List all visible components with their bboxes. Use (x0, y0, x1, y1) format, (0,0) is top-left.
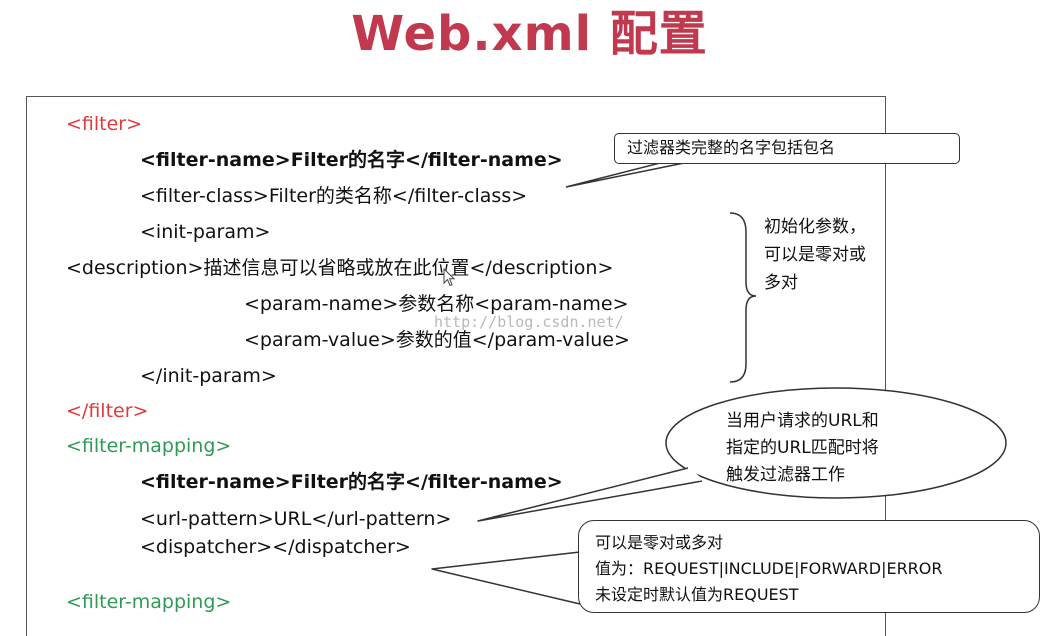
dispatcher-line: <dispatcher></dispatcher> (140, 536, 411, 558)
description-line: <description>描述信息可以省略或放在此位置</description… (66, 257, 614, 279)
slide-title: Web.xml 配置 (351, 6, 708, 62)
filter-name-line: <filter-name>Filter的名字</filter-name> (140, 149, 563, 171)
init-note-line: 初始化参数， (764, 217, 866, 237)
filter-close-tag: </filter> (66, 400, 149, 422)
dispatcher-note-line: 值为：REQUEST|INCLUDE|FORWARD|ERROR (595, 559, 943, 578)
init-param-close-line: </init-param> (140, 365, 277, 387)
class-note-callout: 过滤器类完整的名字包括包名 (614, 133, 960, 164)
init-param-note: 初始化参数， 可以是零对或 多对 (764, 213, 914, 297)
dispatcher-note-line: 未设定时默认值为REQUEST (595, 585, 799, 604)
url-note-ellipse (665, 387, 1007, 499)
param-value-line: <param-value>参数的值</param-value> (244, 329, 630, 351)
url-note-line: 触发过滤器工作 (726, 465, 845, 485)
init-param-brace (729, 212, 757, 383)
url-pattern-line: <url-pattern>URL</url-pattern> (140, 508, 452, 530)
mouse-cursor-icon (443, 268, 456, 287)
filter-class-line: <filter-class>Filter的类名称</filter-class> (140, 185, 528, 207)
watermark-text: http://blog.csdn.net/ (434, 313, 624, 331)
annotation-shapes (431, 162, 1007, 605)
init-param-open-line: <init-param> (140, 221, 271, 243)
dispatcher-note-callout: 可以是零对或多对 值为：REQUEST|INCLUDE|FORWARD|ERRO… (578, 520, 1040, 613)
mapping-filter-name-line: <filter-name>Filter的名字</filter-name> (140, 471, 563, 493)
filter-open-tag: <filter> (66, 113, 143, 135)
filter-mapping-open-tag: <filter-mapping> (66, 435, 232, 457)
url-note-text: 当用户请求的URL和 指定的URL匹配时将 触发过滤器工作 (726, 408, 986, 489)
class-note-pointer (565, 162, 685, 188)
url-note-line: 指定的URL匹配时将 (726, 438, 879, 458)
dispatcher-note-line: 可以是零对或多对 (595, 533, 724, 552)
param-name-line: <param-name>参数名称<param-name> (244, 293, 629, 315)
init-note-line: 多对 (764, 273, 798, 293)
url-note-pointer (477, 467, 703, 522)
url-note-line: 当用户请求的URL和 (726, 411, 879, 431)
init-note-line: 可以是零对或 (764, 245, 866, 265)
code-panel (26, 96, 886, 636)
dispatcher-note-pointer (431, 551, 581, 605)
filter-mapping-close-tag: <filter-mapping> (66, 591, 232, 613)
